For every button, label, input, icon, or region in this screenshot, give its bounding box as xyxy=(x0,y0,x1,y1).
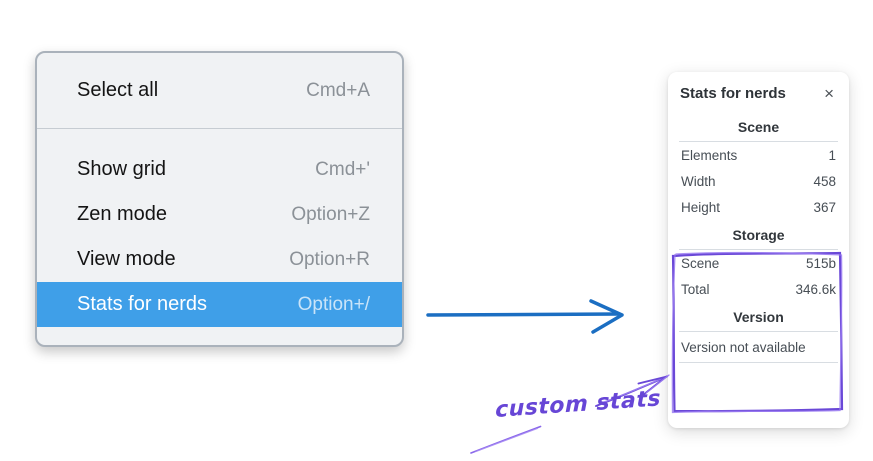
menu-item-label: Stats for nerds xyxy=(77,293,208,315)
menu-item-label: Zen mode xyxy=(77,203,168,225)
stats-panel-header: Stats for nerds × xyxy=(679,83,838,104)
purple-underline-stroke xyxy=(470,425,542,454)
stats-section-storage: Storage Scene 515b Total 346.6k xyxy=(679,220,838,302)
menu-item-shortcut: Cmd+A xyxy=(306,79,370,101)
blue-arrow xyxy=(426,299,624,334)
stats-section-scene: Scene Elements 1 Width 458 Height 367 xyxy=(679,112,838,220)
menu-item-shortcut: Option+R xyxy=(289,248,370,270)
menu-group-top: Select all Cmd+A xyxy=(37,53,402,128)
stat-label: Width xyxy=(681,174,716,189)
stats-panel-title: Stats for nerds xyxy=(680,85,786,102)
close-icon[interactable]: × xyxy=(821,83,837,104)
menu-item-select-all[interactable]: Select all Cmd+A xyxy=(37,68,402,113)
menu-divider xyxy=(37,128,402,129)
menu-item-view-mode[interactable]: View mode Option+R xyxy=(37,237,402,282)
stat-row-height: Height 367 xyxy=(679,194,838,220)
menu-group-bottom: Show grid Cmd+' Zen mode Option+Z View m… xyxy=(37,129,402,345)
context-menu: Select all Cmd+A Show grid Cmd+' Zen mod… xyxy=(35,51,404,347)
stats-section-version: Version Version not available xyxy=(679,302,838,363)
stat-row-scene-storage: Scene 515b xyxy=(679,250,838,276)
stat-label: Elements xyxy=(681,148,738,163)
section-header-storage: Storage xyxy=(679,220,838,250)
section-header-version: Version xyxy=(679,302,838,332)
menu-item-shortcut: Option+Z xyxy=(291,203,370,225)
stat-value: 515b xyxy=(805,256,836,271)
stat-value: 367 xyxy=(813,200,836,215)
menu-item-show-grid[interactable]: Show grid Cmd+' xyxy=(37,147,402,192)
stat-label: Height xyxy=(681,200,721,215)
stat-label: Scene xyxy=(681,256,720,271)
menu-item-label: Show grid xyxy=(77,158,166,180)
stat-row-total-storage: Total 346.6k xyxy=(679,276,838,302)
menu-item-label: Select all xyxy=(77,79,159,101)
stat-value: 1 xyxy=(828,148,836,163)
stat-value: 458 xyxy=(813,174,836,189)
stat-row-elements: Elements 1 xyxy=(679,142,838,168)
menu-item-stats-for-nerds[interactable]: Stats for nerds Option+/ xyxy=(37,282,402,327)
version-note: Version not available xyxy=(679,332,838,363)
stat-label: Total xyxy=(681,282,710,297)
menu-item-label: View mode xyxy=(77,248,176,270)
stat-row-width: Width 458 xyxy=(679,168,838,194)
custom-stats-annotation: custom stats xyxy=(495,386,661,423)
stats-panel: Stats for nerds × Scene Elements 1 Width… xyxy=(668,72,849,428)
menu-item-zen-mode[interactable]: Zen mode Option+Z xyxy=(37,192,402,237)
menu-item-shortcut: Option+/ xyxy=(297,293,370,315)
menu-item-shortcut: Cmd+' xyxy=(315,158,370,180)
section-header-scene: Scene xyxy=(679,112,838,142)
stat-value: 346.6k xyxy=(795,282,836,297)
